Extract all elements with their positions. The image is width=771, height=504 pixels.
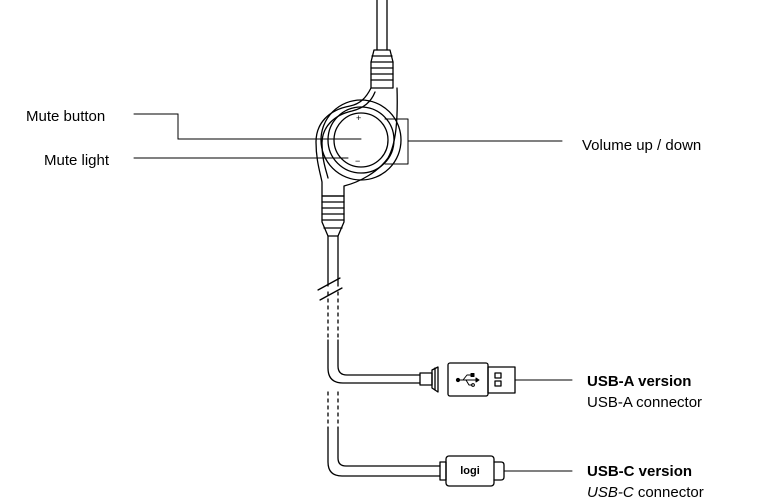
usb-c-cable	[327, 427, 441, 477]
upper-strain-relief	[370, 49, 394, 89]
usb-a-version-title: USB-A version	[587, 373, 692, 390]
usb-c-connector-prefix: USB-C	[587, 484, 634, 501]
inline-control-body	[315, 87, 402, 197]
volume-label: Volume up / down	[582, 137, 702, 154]
usb-symbol-icon	[455, 373, 480, 387]
usb-a-cable	[327, 339, 421, 384]
mute-light-label: Mute light	[44, 152, 110, 169]
volume-plus-mark: +	[356, 113, 361, 123]
usb-a-connector-label: USB-A connector	[587, 394, 703, 411]
leader-lines	[133, 113, 573, 472]
mute-button-ring	[333, 112, 389, 168]
usb-a-connector	[419, 362, 516, 397]
mute-button-label: Mute button	[26, 108, 106, 125]
usb-c-connector-label: USB-C connector	[587, 484, 704, 502]
logi-logo: logi	[460, 465, 480, 477]
lower-strain-relief	[321, 195, 345, 237]
lower-cable	[317, 235, 343, 429]
usb-c-version-title: USB-C version	[587, 463, 693, 480]
usb-c-connector-suffix: connector	[633, 484, 704, 501]
upper-cable	[376, 0, 388, 51]
volume-minus-mark: −	[355, 156, 360, 166]
